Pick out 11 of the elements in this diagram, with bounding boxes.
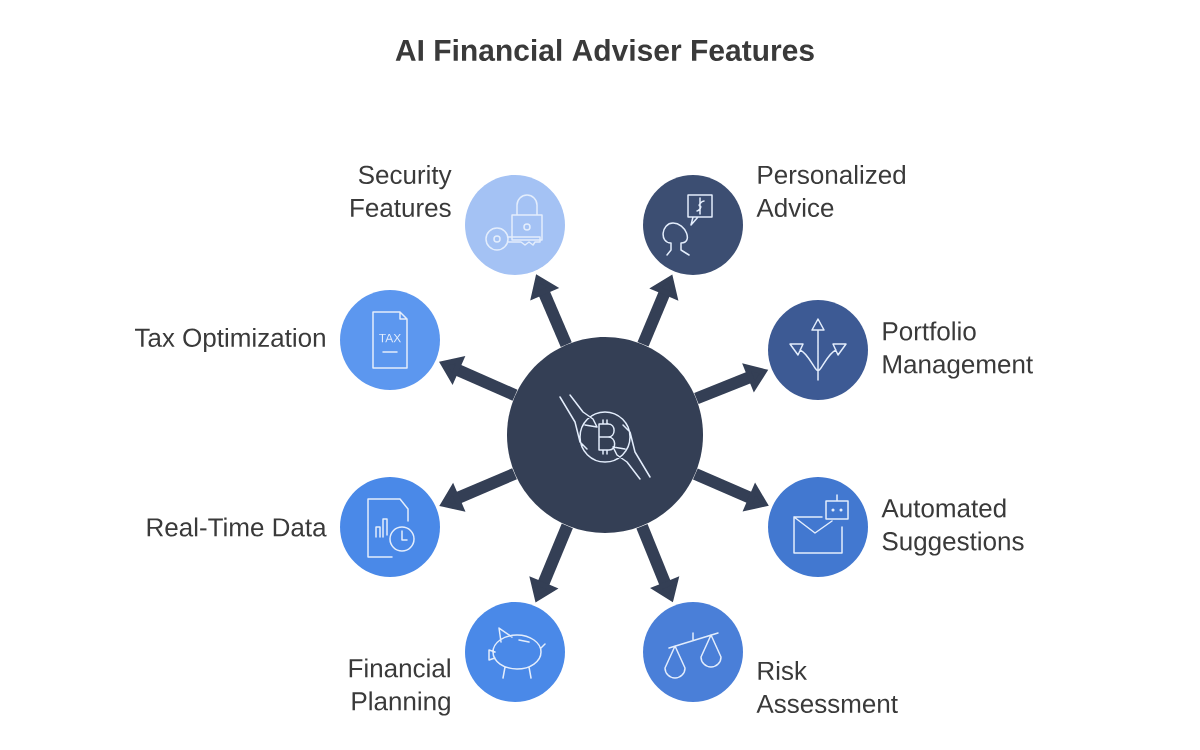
feature-label: Financial Planning: [349, 658, 450, 716]
feature-label: Personalized Advice: [756, 164, 906, 218]
title: AI Financial Adviser Features: [395, 39, 814, 61]
feature-label: Security Features: [351, 164, 452, 218]
feature-label: Risk Assessment: [756, 660, 898, 714]
feature-label: Tax Optimization: [135, 327, 325, 353]
hub-circle: [507, 337, 703, 533]
feature-label: Real-Time Data: [147, 517, 327, 537]
feature-label: Portfolio Management: [883, 321, 1033, 379]
icon-label: TAX: [379, 333, 401, 343]
feature-label: Automated Suggestions: [881, 498, 1024, 556]
